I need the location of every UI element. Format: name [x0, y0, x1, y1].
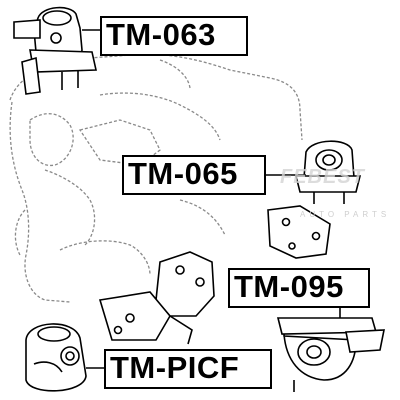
mount-tm095 [276, 317, 385, 392]
mount-tm063 [13, 6, 97, 95]
watermark-logo: FEBEST [280, 166, 365, 188]
bracket-tm095 [267, 205, 331, 259]
part-label-tmpicf: TM-PICF [104, 349, 272, 389]
engine-outline [9, 53, 303, 303]
watermark-tagline: AUTO PARTS [300, 210, 391, 219]
center-bracket [98, 251, 215, 345]
part-label-tm065: TM-065 [122, 155, 266, 195]
mount-tmpicf [25, 323, 87, 392]
mount-tm065 [294, 140, 362, 204]
part-label-tm063: TM-063 [100, 16, 248, 56]
part-label-tm095: TM-095 [228, 268, 370, 308]
